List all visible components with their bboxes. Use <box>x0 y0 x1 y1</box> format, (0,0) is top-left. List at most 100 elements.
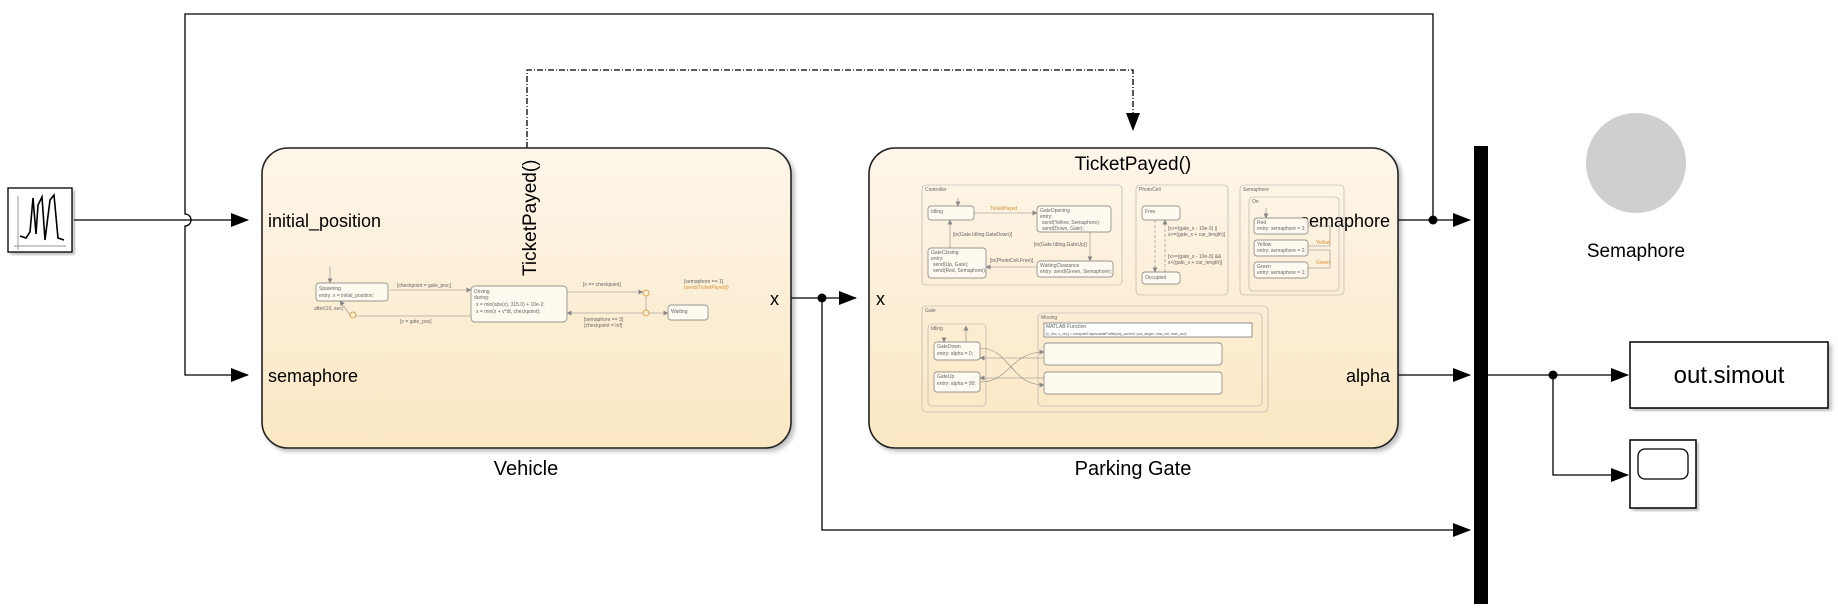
photocell-transition-3: [x>=(gate_x - 10e-3) && <box>1168 254 1222 260</box>
transition-in-gate-down: [in(Gate.Idling.GateDown)] <box>953 232 1013 238</box>
wire-semaphore-feedback[interactable] <box>184 13 1434 382</box>
wire-x-to-mux[interactable] <box>821 298 1471 537</box>
gate-output-alpha: alpha <box>1346 366 1391 386</box>
state-occupied-title: Occupied <box>1145 275 1166 281</box>
transition-in-gate-up: [in(Gate.Idling.GateUp)] <box>1034 242 1087 248</box>
state-green <box>1253 261 1309 279</box>
photocell-transition-1: [x>=(gate_x - 10e-3) || <box>1168 226 1217 232</box>
state-moving-down <box>1043 342 1223 366</box>
gate-block-label: Parking Gate <box>1075 458 1192 480</box>
state-gate-opening <box>1036 205 1112 233</box>
state-red-title: Red <box>1257 220 1266 226</box>
state-driving <box>470 285 568 323</box>
vehicle-state-machine: Spawning entry: x = initial_position; Dr… <box>314 266 729 329</box>
state-yellow <box>1253 239 1309 257</box>
state-driving-during: during: <box>474 295 489 301</box>
transition-checkpoint-inf: {checkpoint = Inf} <box>584 323 623 329</box>
transition-send-ticket: {send(TicketPayed)} <box>684 285 729 291</box>
transition-in-photocell-free: [in(PhotoCell.Free)] <box>990 258 1034 264</box>
vehicle-output-x: x <box>770 289 779 309</box>
gate-output-semaphore: semaphore <box>1300 211 1390 231</box>
semaphore-title: Semaphore <box>1243 187 1269 193</box>
state-occupied <box>1141 271 1181 285</box>
to-workspace-label: out.simout <box>1674 362 1785 389</box>
state-red-entry: entry: semaphore = 3; <box>1257 226 1306 232</box>
state-gate-closing <box>927 247 987 279</box>
state-gate-up-title: GateUp <box>937 374 954 380</box>
state-free <box>1141 205 1181 221</box>
photocell-transition-4: x<(gate_x + car_length)] <box>1168 260 1223 266</box>
controller-subchart: Controller Idling GateOpening entry: sen… <box>921 184 1123 286</box>
signal-lines <box>74 13 1629 537</box>
semaphore-transition-yellow: Yellow <box>1316 240 1331 246</box>
state-gate-closing-line2: send(Red, Semaphore); <box>933 268 986 274</box>
state-waiting-title: Waiting <box>671 309 688 315</box>
controller-title: Controller <box>925 187 947 193</box>
matlab-function-title: MATLAB Function <box>1046 324 1086 330</box>
state-gate-opening-line1: send(Yellow, Semaphore); <box>1042 220 1100 226</box>
photocell-subchart: PhotoCell Free Occupied [x>=(gate_x - 10… <box>1135 184 1229 296</box>
semaphore-transition-green: Green <box>1316 260 1330 266</box>
gate-subchart: Gate Idling GateDown entry: alpha = 0; G… <box>921 305 1269 413</box>
state-waiting-clearance <box>1036 260 1114 278</box>
transition-x-eq-checkpoint: [x == checkpoint] <box>583 282 621 288</box>
state-gate-opening-title: GateOpening <box>1040 208 1070 214</box>
gate-event-input-ticketpayed: TicketPayed() <box>1075 154 1192 175</box>
semaphore-subchart: Semaphore On Red entry: semaphore = 3; Y… <box>1239 184 1345 296</box>
semaphore-lamp[interactable] <box>1586 113 1686 213</box>
state-moving-up <box>1043 371 1223 395</box>
state-driving-line1: x = min(abs(x), 315.0) + 10e-2; <box>476 302 545 308</box>
state-yellow-entry: entry: semaphore = 2; <box>1257 248 1306 254</box>
transition-ticketpayed: TicketPayed <box>990 206 1018 212</box>
state-green-entry: entry: semaphore = 1; <box>1257 270 1306 276</box>
vehicle-event-output-ticketpayed: TicketPayed() <box>520 160 541 277</box>
gate-moving-title: Moving <box>1041 315 1057 321</box>
state-free-title: Free <box>1145 209 1156 215</box>
state-spawning <box>315 282 389 302</box>
state-gate-down-title: GateDown <box>937 344 961 350</box>
state-gate-opening-line2: send(Down, Gate); <box>1042 226 1084 232</box>
vehicle-input-semaphore: semaphore <box>268 366 358 386</box>
semaphore-on-title: On <box>1252 199 1259 205</box>
state-waiting-clearance-entry: entry: send(Green, Semaphore); <box>1040 269 1112 275</box>
photocell-transition-2: x>=(gate_x + car_length)] <box>1168 232 1226 238</box>
state-gate-closing-title: GateClosing <box>931 250 959 256</box>
mux-block[interactable] <box>1474 146 1488 604</box>
to-workspace-block[interactable] <box>1629 341 1829 409</box>
state-driving-title: Driving <box>474 289 490 295</box>
state-spawning-title: Spawning <box>319 286 341 292</box>
parking-gate-chart[interactable] <box>868 147 1399 449</box>
state-gate-down-entry: entry: alpha = 0; <box>937 351 973 357</box>
photocell-title: PhotoCell <box>1139 187 1161 193</box>
state-yellow-title: Yellow <box>1257 242 1272 248</box>
transition-after: after(10, sec) <box>314 306 344 312</box>
vehicle-input-initial-position: initial_position <box>268 211 381 232</box>
transition-semaphore-1: [semaphore == 1] <box>684 279 724 285</box>
signal-waveform-icon <box>14 192 66 250</box>
state-waiting-clearance-title: WaitingClearance <box>1040 263 1079 269</box>
wire-ticketpayed-event[interactable] <box>526 69 1140 148</box>
state-idle-title: Idling <box>931 209 943 215</box>
state-gate-closing-line1: send(Up, Gate); <box>933 262 969 268</box>
transition-semaphore-3: [semaphore == 3] <box>584 317 624 323</box>
state-driving-line2: x = min(x + v*dt, checkpoint); <box>476 309 540 315</box>
branch-point-semaphore <box>1428 215 1438 225</box>
state-gate-opening-entry: entry: <box>1040 214 1053 220</box>
wire-mux-to-scope[interactable] <box>1552 375 1629 482</box>
gate-title: Gate <box>925 308 936 314</box>
gate-input-x: x <box>876 289 885 309</box>
signal-builder-block[interactable] <box>7 187 73 253</box>
matlab-function-body: [x_vec, v_vec] = computeTrapezoidalProfi… <box>1046 332 1187 336</box>
state-green-title: Green <box>1257 264 1271 270</box>
scope-screen-icon <box>1637 448 1689 480</box>
vehicle-block-label: Vehicle <box>494 458 559 480</box>
state-gate-closing-entry: entry: <box>931 256 944 262</box>
transition-checkpoint: [checkpoint = gate_pos;] <box>397 283 452 289</box>
transition-gate-pos: [x = gate_pos] <box>400 319 432 325</box>
state-gate-up-entry: entry: alpha = 90; <box>937 381 976 387</box>
state-spawning-entry: entry: x = initial_position; <box>319 293 374 299</box>
semaphore-lamp-label: Semaphore <box>1587 241 1685 262</box>
matlab-function-box <box>1043 322 1253 338</box>
state-gate-down <box>933 341 981 361</box>
